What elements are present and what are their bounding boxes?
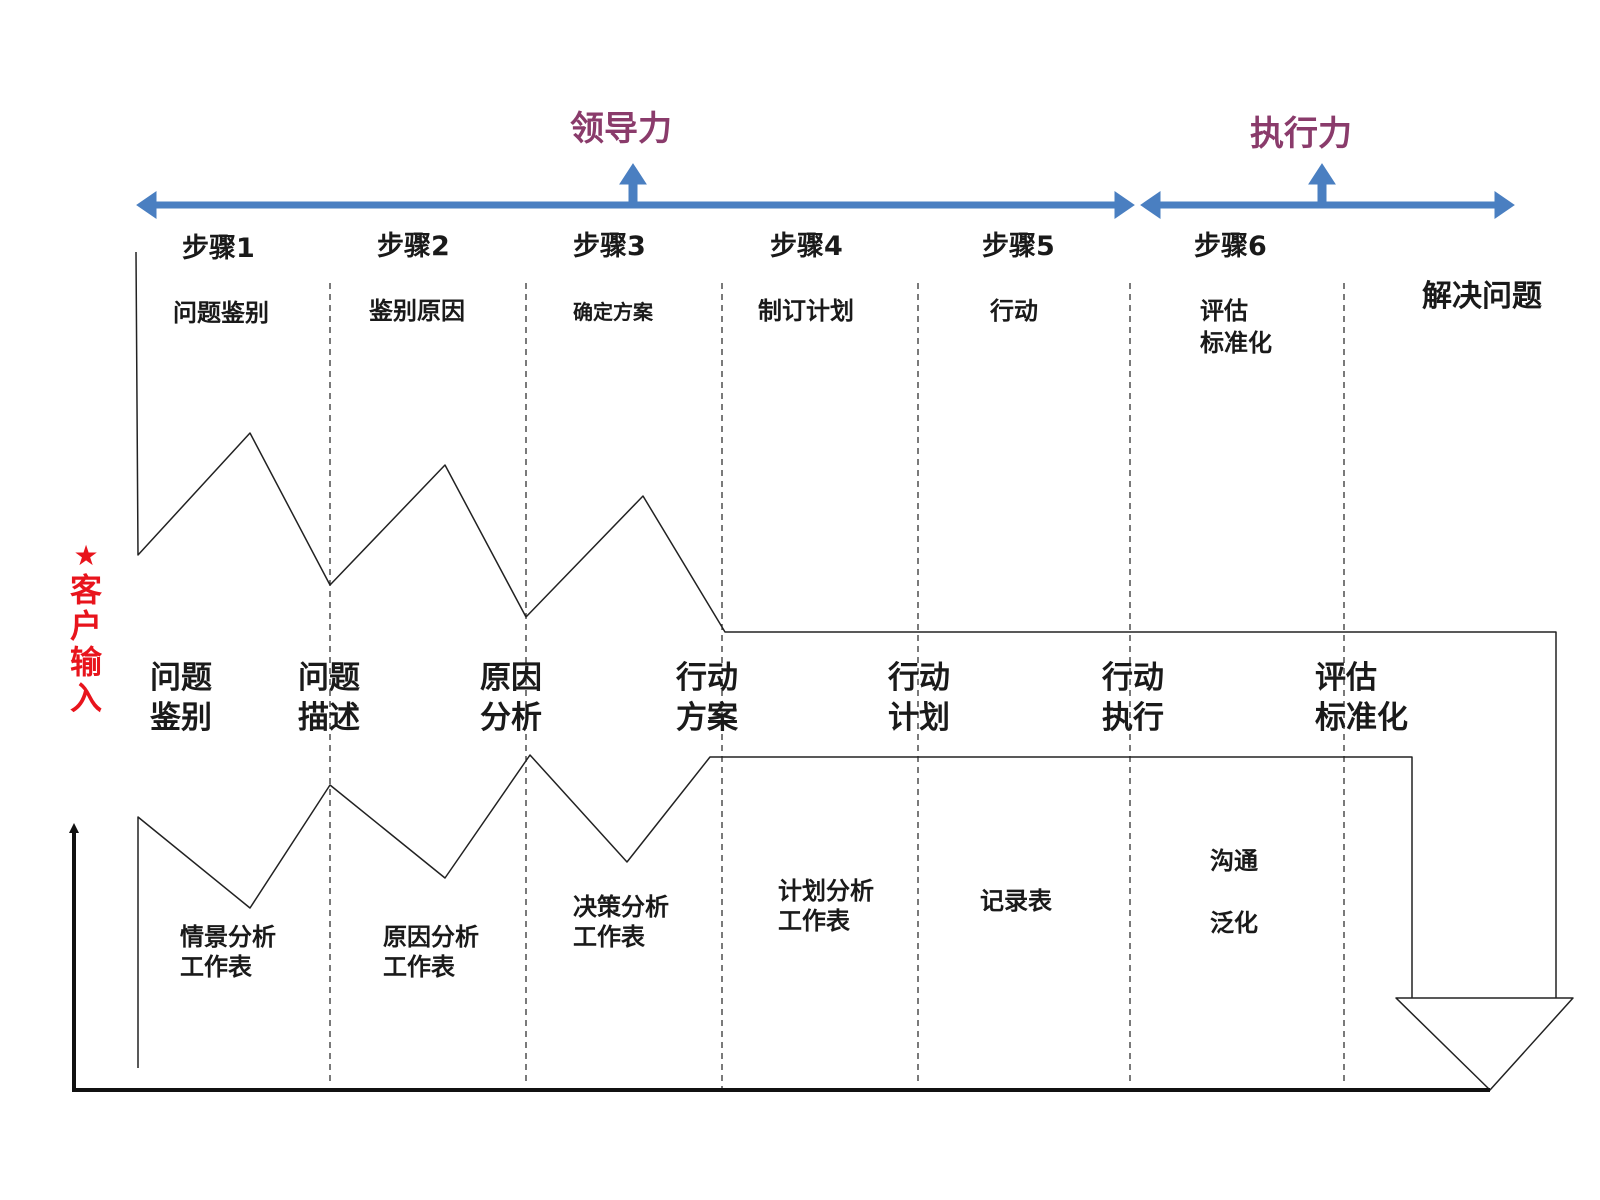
upper-zigzag-line (135, 251, 1557, 998)
phase-6-label: 行动执行 (1102, 660, 1164, 737)
tool-1-label: 情景分析工作表 (180, 923, 276, 981)
star-icon: ★ (73, 539, 99, 572)
tool-5-label: 记录表 (980, 887, 1052, 915)
step-3-label: 步骤3 (573, 231, 646, 262)
leadership-arrow (136, 163, 1135, 219)
tool-6-line1: 沟通 (1210, 847, 1258, 875)
step-4-subtitle: 制订计划 (758, 297, 854, 325)
step-6-subtitle-line2: 标准化 (1200, 329, 1272, 357)
lower-zigzag-line (137, 754, 1413, 1068)
result-down-arrow (1395, 997, 1574, 1091)
tool-2-label: 原因分析工作表 (383, 923, 479, 981)
step-2-label: 步骤2 (377, 231, 450, 262)
step-6-label: 步骤6 (1194, 231, 1267, 262)
tool-6-line2: 泛化 (1210, 909, 1258, 937)
tool-3-label: 决策分析工作表 (573, 893, 669, 951)
customer-input-label: ★ 客 户 输 入 (69, 539, 102, 717)
step-4-label: 步骤4 (770, 231, 843, 262)
step-5-label: 步骤5 (982, 231, 1055, 262)
execution-arrow (1140, 163, 1515, 219)
step-2-subtitle: 鉴别原因 (369, 297, 465, 325)
phase-1-label: 问题鉴别 (150, 660, 212, 737)
step-3-subtitle: 确定方案 (573, 300, 653, 324)
tool-4-label: 计划分析工作表 (778, 877, 874, 935)
column-dividers (329, 283, 1345, 1090)
step-1-label: 步骤1 (182, 233, 255, 264)
leadership-header: 领导力 (570, 109, 672, 149)
step-6-subtitle-line1: 评估 (1200, 297, 1248, 325)
goal-label: 解决问题 (1422, 279, 1542, 314)
execution-header: 执行力 (1250, 114, 1352, 154)
phase-4-label: 行动方案 (676, 660, 738, 737)
phase-7-label: 评估标准化 (1315, 660, 1408, 737)
phase-2-label: 问题描述 (298, 660, 360, 737)
phase-3-label: 原因分析 (480, 660, 542, 737)
phase-5-label: 行动计划 (888, 660, 950, 737)
step-5-subtitle: 行动 (990, 297, 1038, 325)
step-1-subtitle: 问题鉴别 (173, 299, 269, 327)
